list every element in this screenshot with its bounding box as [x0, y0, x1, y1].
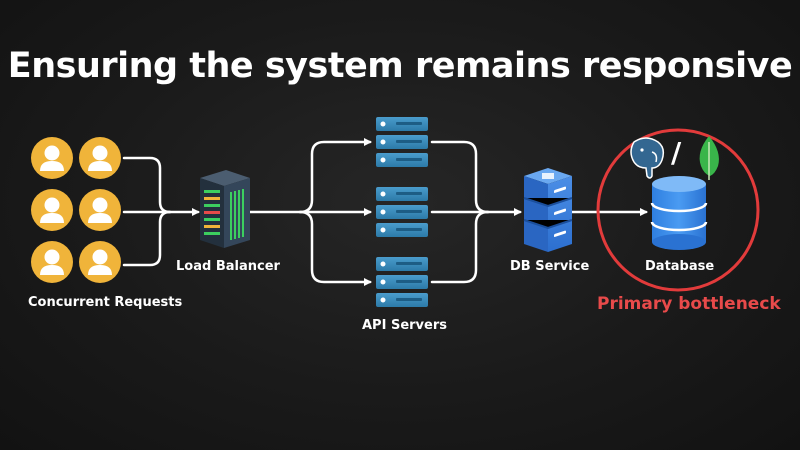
db-service-label: DB Service — [510, 259, 590, 274]
api-server-stack-icon — [376, 257, 428, 307]
api-server-stack-icon — [376, 187, 428, 237]
connector-lines — [122, 138, 648, 286]
edge-api-to-db-bottom — [430, 210, 490, 284]
user-avatar-icon — [31, 189, 73, 231]
edge-clients-to-lb-bottom — [122, 210, 172, 267]
api-server-stack-icon — [376, 117, 428, 167]
user-avatar-icon — [79, 189, 121, 231]
api-servers-group — [376, 117, 428, 307]
user-avatar-icon — [79, 241, 121, 283]
edge-api-to-db-top — [430, 140, 490, 214]
concurrent-requests-label: Concurrent Requests — [28, 295, 183, 310]
mongodb-leaf-icon — [699, 136, 719, 180]
edge-lb-to-api-bottom — [298, 210, 372, 286]
load-balancer-label: Load Balancer — [176, 259, 280, 274]
concurrent-requests-group — [31, 137, 121, 283]
user-avatar-icon — [31, 137, 73, 179]
page-title: Ensuring the system remains responsive — [7, 46, 793, 86]
user-avatar-icon — [31, 241, 73, 283]
user-avatar-icon — [79, 137, 121, 179]
load-balancer-icon — [200, 170, 250, 248]
database-cylinder-icon — [650, 176, 708, 250]
bottleneck-highlight-ring — [596, 128, 760, 292]
edge-clients-to-lb-top — [122, 156, 172, 214]
postgresql-elephant-icon — [630, 137, 665, 179]
engine-separator: / — [671, 136, 682, 169]
primary-bottleneck-label: Primary bottleneck — [597, 294, 781, 314]
api-servers-label: API Servers — [362, 318, 447, 333]
edge-lb-to-api-top — [298, 138, 372, 214]
db-service-icon — [523, 168, 573, 252]
database-label: Database — [645, 259, 715, 274]
